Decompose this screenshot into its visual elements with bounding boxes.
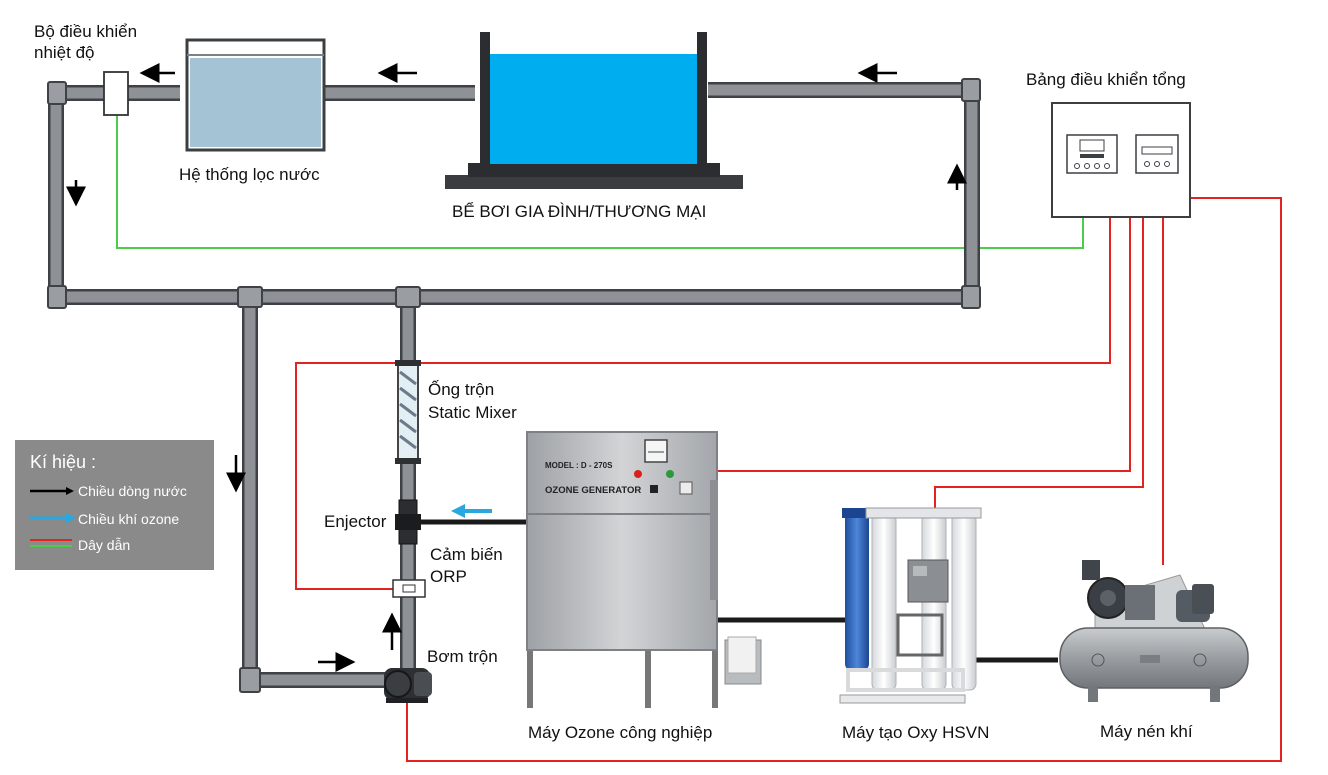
legend-title: Kí hiệu :	[30, 452, 96, 472]
ozone-generator-device: MODEL : D - 270S OZONE GENERATOR	[526, 431, 762, 708]
control-wires	[116, 115, 1282, 762]
water-filter-tank	[185, 38, 326, 152]
air-compressor-device	[1059, 560, 1249, 702]
label-orp-line2: ORP	[430, 567, 467, 586]
label-orp-line1: Cảm biến	[430, 545, 503, 564]
label-static-mixer-line1: Ống trộn	[428, 379, 494, 399]
label-injector: Enjector	[324, 512, 387, 531]
legend-item-water-flow: Chiều dòng nước	[78, 483, 187, 499]
label-water-filter: Hệ thống lọc nước	[179, 165, 320, 184]
component-labels: Bộ điều khiển nhiệt độ Hệ thống lọc nước…	[34, 22, 1193, 742]
label-oxygen-machine: Máy tạo Oxy HSVN	[842, 723, 989, 742]
swimming-pool	[445, 32, 743, 189]
static-mixer	[395, 360, 421, 464]
injector-device	[395, 499, 421, 545]
label-mix-pump: Bơm trộn	[427, 647, 498, 666]
temp-controller-device	[103, 71, 129, 116]
red-wire-pump-power	[406, 197, 1282, 762]
label-static-mixer-line2: Static Mixer	[428, 403, 517, 422]
red-wire-orp-sensor	[295, 218, 1111, 590]
ozone-flow-arrow	[451, 504, 492, 518]
legend-item-ozone-flow: Chiều khí ozone	[78, 511, 179, 527]
oxygen-machine-device	[839, 507, 982, 704]
water-flow-arrows	[66, 63, 967, 672]
label-main-panel: Bảng điều khiển tổng	[1026, 70, 1186, 89]
orp-sensor-device	[392, 579, 426, 598]
label-pool: BỂ BƠI GIA ĐÌNH/THƯƠNG MẠI	[452, 202, 706, 221]
pipe-network	[47, 78, 981, 693]
label-temp-controller-line2: nhiệt độ	[34, 43, 95, 62]
main-control-panel	[1051, 102, 1191, 218]
legend-item-wire: Dây dẫn	[78, 537, 130, 553]
red-wire-oxygen-machine	[934, 218, 1144, 510]
ozone-generator-nameplate: OZONE GENERATOR	[545, 485, 641, 496]
mix-pump-device	[384, 668, 432, 703]
red-wire-ozone-generator	[718, 218, 1131, 472]
label-air-compressor: Máy nén khí	[1100, 722, 1193, 741]
label-ozone-machine: Máy Ozone công nghiệp	[528, 723, 712, 742]
label-temp-controller-line1: Bộ điều khiển	[34, 22, 137, 41]
green-wire-temp-controller	[116, 115, 1084, 249]
legend-box: Kí hiệu : Chiều dòng nước Chiều khí ozon…	[15, 440, 214, 570]
ozone-model-plate: MODEL : D - 270S	[545, 461, 613, 470]
